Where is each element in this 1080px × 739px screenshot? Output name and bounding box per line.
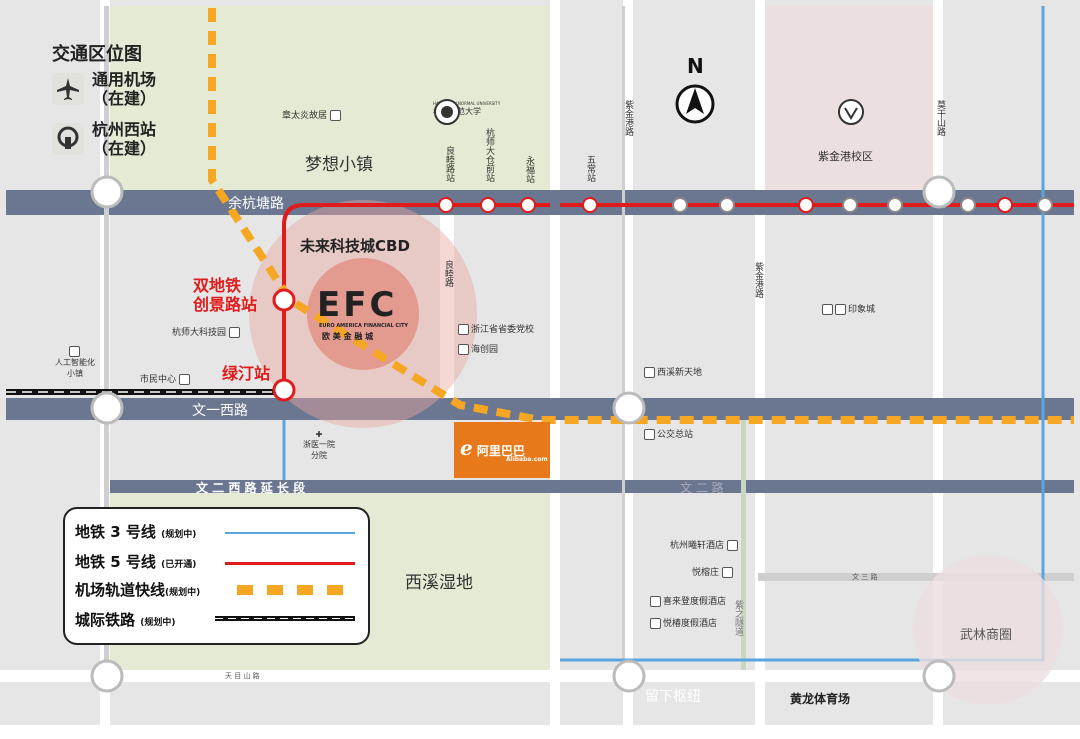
efc-subtitle: EURO AMERICA FINANCIAL CITY (319, 323, 408, 329)
road-label-mogan: 莫干山路 (935, 100, 945, 136)
road-label-liangmu: 良睦路 (443, 260, 453, 287)
map-title: 交通区位图 (52, 44, 142, 65)
efc-cn: 欧 美 金 融 城 (322, 332, 374, 341)
poi-xilai: 喜来登度假酒店 (650, 594, 726, 607)
poi-hznu: HANGZHOU NORMAL UNIVERSITY杭州师范大学 (433, 98, 500, 125)
area-huanglong: 黄龙体育场 (790, 692, 851, 706)
road-label-wener-ext: 文 二 西 路 延 长 段 (196, 481, 306, 495)
airport-rail (208, 8, 1074, 424)
alibaba-logo: ℯ 阿里巴巴 Alibaba.com (460, 436, 548, 463)
station-label-liangmu: 良睦路站 (444, 146, 454, 182)
zju-area (765, 6, 933, 190)
north-label: N (687, 54, 704, 78)
station-label-hangshida: 杭师大仓前站 (484, 128, 494, 182)
station-chuangjing (272, 288, 296, 312)
poi-citizen-center: 市民中心 (140, 372, 192, 385)
poi-bus-terminal: 公交总站 (644, 427, 693, 440)
road-label-wener: 文 二 路 (680, 481, 724, 495)
legend-line3: 地铁 3 号线 (规划中) (75, 523, 197, 541)
road-yuhangtang (6, 190, 1074, 215)
poi-haichuang: 海创园 (458, 342, 498, 355)
area-liuxia: 留下枢纽 (645, 689, 701, 705)
poi-yuebin: 悦椿度假酒店 (650, 616, 717, 629)
road-label-zijingang: 紫金港路 (753, 262, 763, 298)
area-cbd: 未来科技城CBD (300, 237, 410, 255)
poi-hangshi-tech: 杭师大科技园 (172, 325, 242, 338)
poi-ai-town: 人工智能化小镇 (55, 346, 95, 379)
road-label-wensan: 文 三 路 (852, 573, 878, 581)
station-label-lvting: 绿汀站 (222, 364, 271, 383)
station-label-wuchang: 五常站 (585, 155, 595, 182)
line-legend: 地铁 3 号线 (规划中) 地铁 5 号线 (已开通) 机场轨道快线(规划中) … (63, 507, 370, 645)
poi-xuanxuan: 杭州曦轩酒店 (670, 538, 740, 551)
poi-party-school: 浙江省省委党校 (458, 322, 534, 335)
train-station-icon (52, 123, 84, 155)
dream-town-area (110, 6, 550, 190)
area-xixi: 西溪湿地 (405, 573, 473, 593)
station-lvting (272, 378, 296, 402)
alibaba-block (454, 422, 550, 478)
legend-airport-rail: 机场轨道快线(规划中) (75, 581, 201, 599)
area-dream-town: 梦想小镇 (305, 155, 373, 175)
poi-hospital: ✚浙医一院分院 (303, 430, 335, 460)
road-label-yuhangtang: 余杭塘路 (228, 196, 284, 212)
road-label-tianmushan: 天 目 山 路 (225, 672, 260, 680)
area-zju: 紫金港校区 (818, 150, 873, 163)
poi-xixi-xintiandi: 西溪新天地 (644, 365, 702, 378)
station-label-yongfu: 永福站 (524, 156, 534, 183)
station-label: 杭州西站（在建） (92, 120, 157, 158)
poi-yinxiang: 印象城 (822, 302, 875, 315)
area-wulin: 武林商圈 (960, 628, 1013, 643)
road-wener-ext (110, 480, 1074, 493)
metro-line-5 (282, 203, 550, 390)
airport-icon (52, 73, 84, 105)
road-label-zijingang-road: 紫金港路 (623, 100, 633, 136)
road-label-zizhijing: 紫之隧道 (733, 600, 743, 636)
road-label-wenyi: 文一西路 (192, 403, 248, 419)
airport-label: 通用机场（在建） (92, 70, 157, 108)
road-wenyi (6, 398, 1074, 420)
poi-yueyuan: 悦榕庄 (692, 565, 735, 578)
station-label-chuangjing: 双地铁创景路站 (193, 276, 258, 314)
poi-zhangtaiyan: 章太炎故居 (282, 108, 343, 121)
road-wensan (758, 573, 1074, 581)
legend-line5: 地铁 5 号线 (已开通) (75, 553, 197, 571)
efc-logo: EFC (317, 285, 398, 325)
legend-intercity: 城际铁路 (规划中) (75, 611, 176, 629)
